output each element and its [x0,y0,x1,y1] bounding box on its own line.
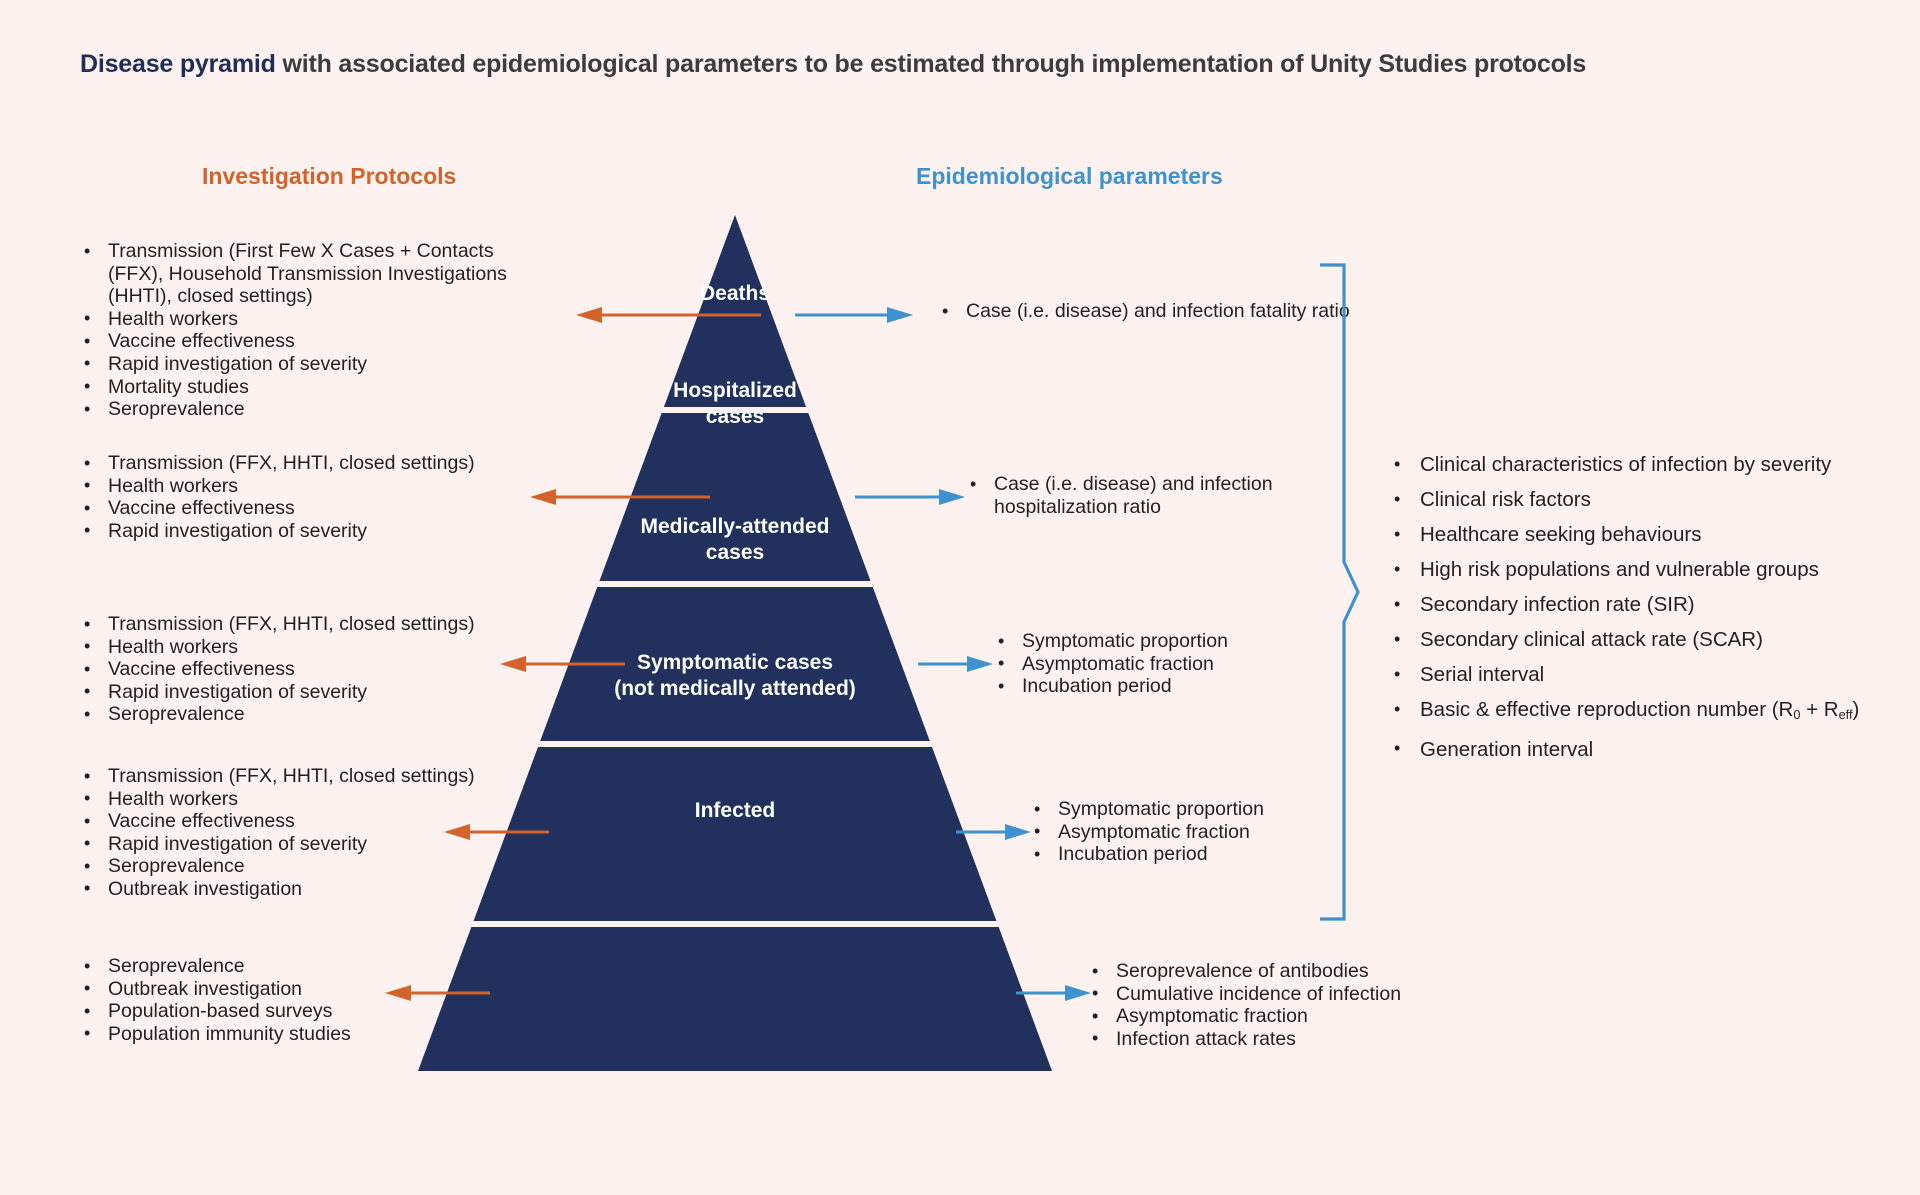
list-item: Generation interval [1390,731,1890,767]
list-item: Population immunity studies [82,1022,552,1046]
page-title: Disease pyramid with associated epidemio… [80,50,1780,79]
list-item: Rapid investigation of severity [82,519,552,543]
protocols-block-hospitalized: Transmission (FFX, HHTI, closed settings… [82,452,552,542]
arrow-left-medically-attended [500,656,625,672]
list-item: Clinical risk factors [1390,482,1890,517]
list-item: Mortality studies [82,375,552,399]
protocols-block-symptomatic: Transmission (FFX, HHTI, closed settings… [82,765,552,901]
parameters-block-symptomatic: Symptomatic proportion Asymptomatic frac… [1032,798,1462,866]
arrow-right-deaths [795,307,913,323]
list-item: Health workers [82,787,552,811]
list-item: Seroprevalence [82,398,552,421]
list-item: Transmission (FFX, HHTI, closed settings… [82,613,552,636]
list-item: Rapid investigation of severity [82,352,552,376]
cross-cutting-brace [1320,263,1360,921]
protocols-block-infected: Seroprevalence Outbreak investigation Po… [82,955,552,1045]
list-item: Seroprevalence [82,855,552,878]
list-item: Secondary infection rate (SIR) [1390,587,1890,622]
list-item: Clinical characteristics of infection by… [1390,447,1890,482]
parameters-block-infected: Seroprevalence of antibodies Cumulative … [1090,960,1520,1050]
list-item: Incubation period [1032,843,1462,866]
list-item: Seroprevalence [82,955,552,978]
parameters-block-deaths: Case (i.e. disease) and infection fatali… [940,300,1370,323]
list-item: Cumulative incidence of infection [1090,982,1520,1006]
list-item: Vaccine effectiveness [82,497,552,520]
list-item: Health workers [82,474,552,498]
list-item: Secondary clinical attack rate (SCAR) [1390,622,1890,657]
list-item: Health workers [82,307,552,331]
list-item: Outbreak investigation [82,877,552,901]
protocols-block-deaths: Transmission (First Few X Cases + Contac… [82,240,552,421]
list-item: Vaccine effectiveness [82,658,552,681]
list-item: Rapid investigation of severity [82,832,552,856]
list-item: Vaccine effectiveness [82,330,552,353]
list-item: Basic & effective reproduction number (R… [1390,692,1890,732]
list-item: Vaccine effectiveness [82,810,552,833]
parameters-block-hospitalized: Case (i.e. disease) and infection hospit… [968,472,1388,518]
list-item: Population-based surveys [82,1000,552,1023]
page-title-rest: with associated epidemiological paramete… [275,50,1587,78]
column-header-epidemiological-parameters: Epidemiological parameters [916,163,1223,189]
arrow-right-hospitalized [855,489,965,505]
list-item: Seroprevalence [82,703,552,726]
list-item: Asymptomatic fraction [1090,1005,1520,1028]
list-item: Rapid investigation of severity [82,680,552,704]
list-item: Transmission (First Few X Cases + Contac… [82,240,552,308]
arrow-right-symptomatic [956,824,1031,840]
page-title-accent: Disease pyramid [80,50,276,78]
list-item: High risk populations and vulnerable gro… [1390,552,1890,587]
list-item: Asymptomatic fraction [1032,820,1462,844]
column-header-investigation-protocols: Investigation Protocols [202,163,457,189]
list-item: Seroprevalence of antibodies [1090,960,1520,983]
list-item: Incubation period [996,675,1426,698]
list-item: Case (i.e. disease) and infection hospit… [968,472,1388,518]
arrow-right-medically-attended [918,656,993,672]
arrow-right-infected [1016,985,1091,1001]
list-item: Symptomatic proportion [996,630,1426,653]
arrow-left-hospitalized [530,489,710,505]
list-item: Transmission (FFX, HHTI, closed settings… [82,765,552,788]
arrow-left-infected [385,985,490,1001]
list-item: Symptomatic proportion [1032,798,1462,821]
cross-cutting-parameters-list: Clinical characteristics of infection by… [1390,447,1890,767]
arrow-left-deaths [576,307,761,323]
list-item: Healthcare seeking behaviours [1390,517,1890,552]
list-item: Serial interval [1390,657,1890,692]
list-item: Case (i.e. disease) and infection fatali… [940,300,1370,323]
list-item: Outbreak investigation [82,977,552,1001]
arrow-left-symptomatic [444,824,549,840]
list-item: Health workers [82,635,552,659]
protocols-block-medically-attended: Transmission (FFX, HHTI, closed settings… [82,613,552,726]
list-item: Transmission (FFX, HHTI, closed settings… [82,452,552,475]
list-item: Infection attack rates [1090,1027,1520,1051]
list-item: Asymptomatic fraction [996,652,1426,676]
parameters-block-medically-attended: Symptomatic proportion Asymptomatic frac… [996,630,1426,698]
